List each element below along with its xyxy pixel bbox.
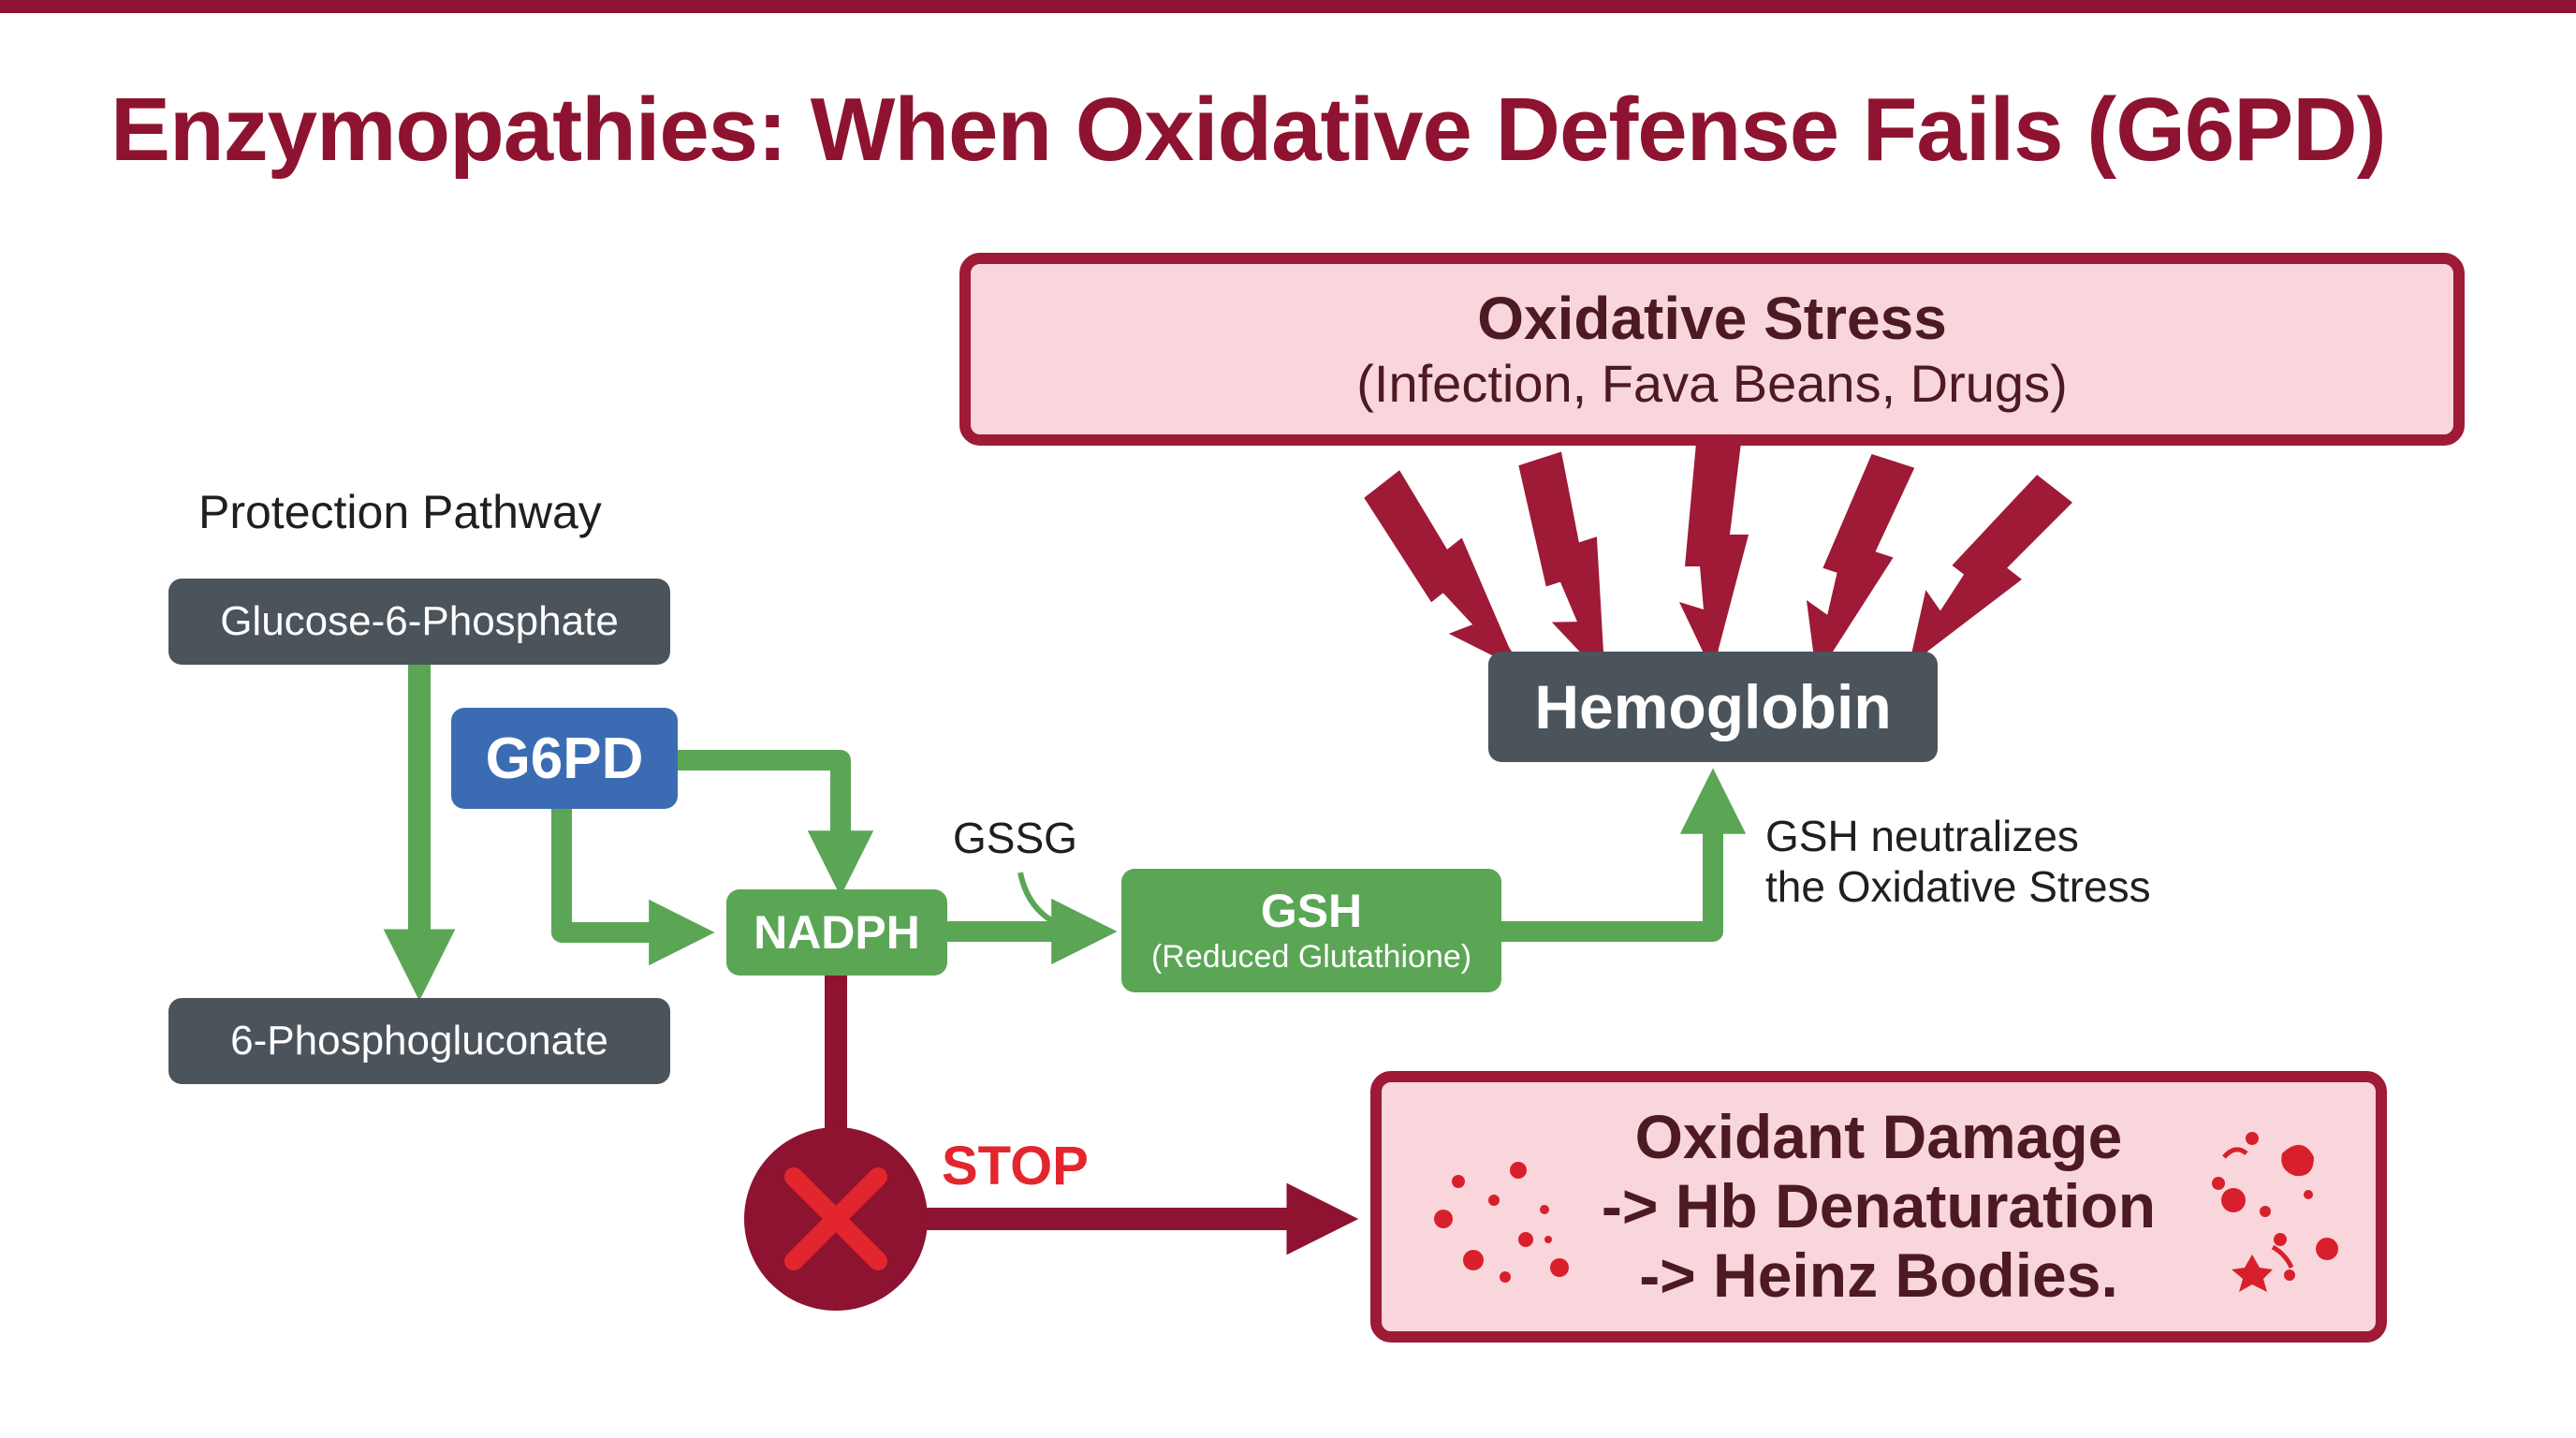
gssg-label: GSSG — [953, 814, 1077, 862]
gsh-box: GSH (Reduced Glutathione) — [1121, 869, 1501, 992]
gsh-label: GSH — [1260, 884, 1363, 937]
lightning-bolt-icon — [1679, 443, 1749, 677]
oxidative-stress-causes: (Infection, Fava Beans, Drugs) — [1356, 353, 2068, 413]
damage-line1: Oxidant Damage — [1634, 1102, 2123, 1172]
gsh-note-line1: GSH neutralizes — [1765, 812, 2079, 860]
gsh-neutralizes-note: GSH neutralizes the Oxidative Stress — [1765, 811, 2151, 913]
gsh-full-name: (Reduced Glutathione) — [1150, 939, 1472, 976]
oxidative-stress-box: Oxidative Stress (Infection, Fava Beans,… — [959, 253, 2465, 446]
hemoglobin-label: Hemoglobin — [1534, 672, 1892, 741]
6-phosphogluconate-label: 6-Phosphogluconate — [230, 1018, 608, 1064]
gsh-note-line2: the Oxidative Stress — [1765, 862, 2151, 912]
g6pd-enzyme-box: G6PD — [451, 708, 678, 809]
protection-pathway-heading: Protection Pathway — [198, 486, 602, 538]
nadph-label: NADPH — [754, 906, 920, 959]
arrow-g6pd-to-nadph-top — [676, 750, 874, 897]
arrow-g6pd-to-nadph-side — [551, 809, 715, 966]
stop-label: STOP — [942, 1136, 1089, 1196]
arrow-gssg-curve — [1017, 872, 1077, 933]
lightning-bolt-icon — [1908, 475, 2073, 671]
g6pd-label: G6PD — [485, 726, 644, 791]
damage-line2: -> Hb Denaturation — [1601, 1171, 2157, 1241]
cross-stop-icon — [744, 1127, 928, 1311]
page-title: Enzymopathies: When Oxidative Defense Fa… — [110, 80, 2387, 180]
oxidant-damage-box: Oxidant Damage -> Hb Denaturation -> Hei… — [1370, 1071, 2387, 1343]
hemoglobin-box: Hemoglobin — [1488, 652, 1938, 762]
nadph-box: NADPH — [726, 889, 947, 976]
arrow-gsh-to-hemoglobin — [1501, 768, 1747, 942]
damage-line3: -> Heinz Bodies. — [1639, 1240, 2118, 1310]
oxidative-stress-title: Oxidative Stress — [1477, 285, 1947, 352]
glucose-6-phosphate-label: Glucose-6-Phosphate — [220, 598, 619, 644]
damaged-cell-particles-icon — [1434, 1132, 2338, 1292]
glucose-6-phosphate-box: Glucose-6-Phosphate — [168, 579, 670, 665]
lightning-bolt-icon — [1518, 451, 1609, 682]
lightning-bolt-icon — [1364, 470, 1523, 671]
lightning-bolt-icon — [1806, 453, 1915, 682]
top-accent-bar — [0, 0, 2576, 13]
6-phosphogluconate-box: 6-Phosphogluconate — [168, 998, 670, 1084]
